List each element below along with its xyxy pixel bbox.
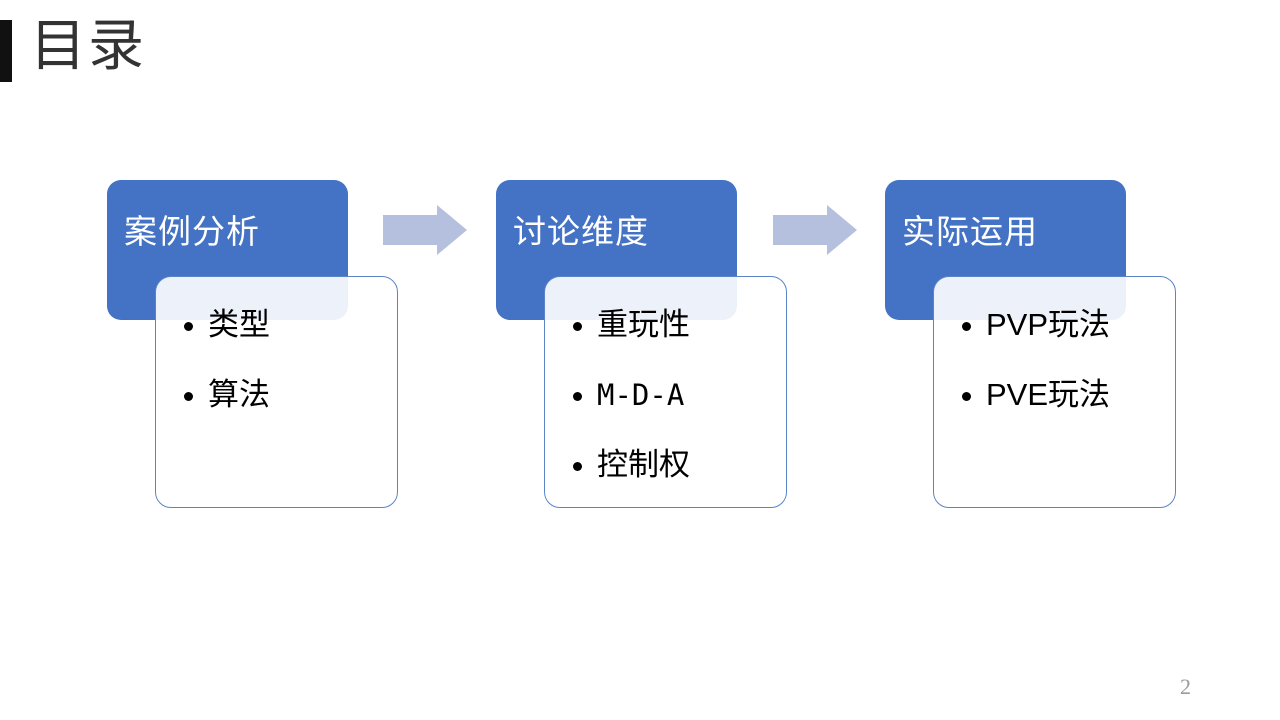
content-group-1: 案例分析 类型 算法	[107, 180, 407, 520]
group-3-bullet-list: PVP玩法 PVE玩法	[960, 309, 1169, 411]
list-item-label: 算法	[208, 377, 270, 412]
list-item: PVE玩法	[960, 379, 1169, 411]
group-2-heading-label: 讨论维度	[513, 213, 649, 250]
list-item: 控制权	[571, 449, 780, 481]
list-item: PVP玩法	[960, 309, 1169, 341]
list-item: 重玩性	[571, 309, 780, 341]
page-title: 目录	[30, 14, 146, 77]
bullet-dot-icon	[184, 392, 193, 401]
group-3-heading-label: 实际运用	[902, 213, 1038, 250]
bullet-dot-icon	[962, 392, 971, 401]
list-item-label: 类型	[208, 307, 270, 342]
list-item-label: 控制权	[597, 447, 690, 482]
list-item: M-D-A	[571, 379, 780, 411]
list-item-label: 重玩性	[597, 307, 690, 342]
group-1-heading-label: 案例分析	[124, 213, 260, 250]
group-2-bullet-list: 重玩性 M-D-A 控制权	[571, 309, 780, 481]
list-item: 算法	[182, 379, 391, 411]
list-item: 类型	[182, 309, 391, 341]
group-1-bullet-list: 类型 算法	[182, 309, 391, 411]
bullet-dot-icon	[573, 462, 582, 471]
content-group-3: 实际运用 PVP玩法 PVE玩法	[885, 180, 1185, 520]
flow-arrow-right-icon-1	[383, 205, 467, 255]
list-item-label: M-D-A	[597, 378, 685, 412]
flow-arrow-right-icon-2	[773, 205, 857, 255]
group-1-detail-card[interactable]: 类型 算法	[155, 276, 398, 508]
list-item-label: PVP玩法	[986, 307, 1111, 342]
group-3-detail-card[interactable]: PVP玩法 PVE玩法	[933, 276, 1176, 508]
bullet-dot-icon	[962, 322, 971, 331]
page-number: 2	[1180, 674, 1191, 699]
bullet-dot-icon	[184, 322, 193, 331]
content-group-2: 讨论维度 重玩性 M-D-A 控制权	[496, 180, 796, 520]
list-item-label: PVE玩法	[986, 377, 1111, 412]
title-accent-bar	[0, 20, 12, 82]
group-2-detail-card[interactable]: 重玩性 M-D-A 控制权	[544, 276, 787, 508]
bullet-dot-icon	[573, 392, 582, 401]
bullet-dot-icon	[573, 322, 582, 331]
